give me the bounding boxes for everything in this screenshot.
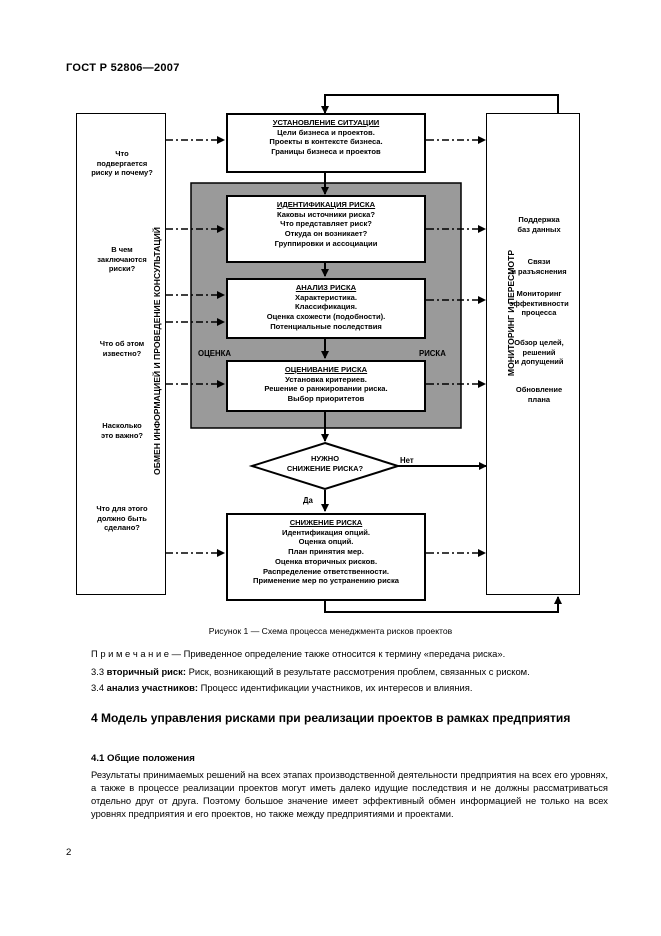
- assessment-label-right: РИСКА: [419, 349, 446, 358]
- box-identification: ИДЕНТИФИКАЦИЯ РИСКА Каковы источники рис…: [226, 195, 426, 263]
- assessment-label-left: ОЦЕНКА: [198, 349, 231, 358]
- definition-3-3: 3.3 вторичный риск: Риск, возникающий в …: [91, 666, 530, 677]
- document-code: ГОСТ Р 52806—2007: [66, 62, 180, 74]
- right-column-monitoring: [486, 113, 580, 595]
- decision-yes-label: Да: [303, 496, 313, 505]
- box-reduction: СНИЖЕНИЕ РИСКА Идентификация опций. Оцен…: [226, 513, 426, 601]
- box-evaluation: ОЦЕНИВАНИЕ РИСКА Установка критериев. Ре…: [226, 360, 426, 412]
- definition-3-4: 3.4 анализ участников: Процесс идентифик…: [91, 682, 473, 693]
- decision-diamond: [248, 441, 402, 491]
- decision-no-label: Нет: [400, 456, 414, 465]
- section-4-heading: 4 Модель управления рисками при реализац…: [91, 711, 571, 725]
- section-4-1-paragraph: Результаты принимаемых решений на всех э…: [91, 769, 608, 819]
- box-situation: УСТАНОВЛЕНИЕ СИТУАЦИИ Цели бизнеса и про…: [226, 113, 426, 173]
- page-number: 2: [66, 847, 72, 858]
- left-column-communication: [76, 113, 166, 595]
- note: П р и м е ч а н и е — Приведенное опреде…: [91, 648, 506, 659]
- figure-caption: Рисунок 1 — Схема процесса менеджмента р…: [208, 626, 453, 636]
- box-analysis: АНАЛИЗ РИСКА Характеристика. Классификац…: [226, 278, 426, 339]
- section-4-1-heading: 4.1 Общие положения: [91, 753, 195, 764]
